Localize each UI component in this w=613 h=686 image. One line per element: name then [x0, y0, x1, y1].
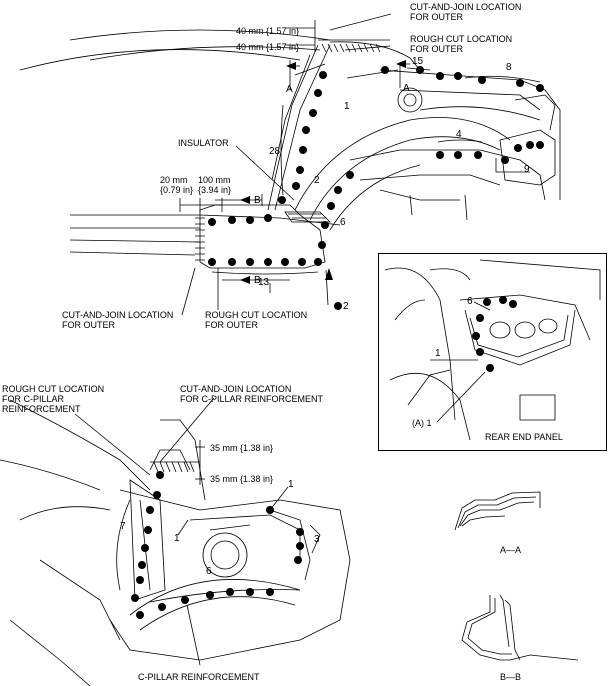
callout-8: 8: [506, 62, 512, 73]
callout-28: 28: [269, 146, 281, 157]
dimension-100mm: 100 mm {3.94 in}: [198, 175, 232, 195]
dimension-40mm-lower: 40 mm {1.57 in}: [236, 42, 300, 52]
callout-3: 3: [314, 534, 320, 545]
callout-15: 15: [412, 56, 424, 67]
insulator-label: INSULATOR: [178, 138, 229, 148]
c-pillar-reinforcement-label: C-PILLAR REINFORCEMENT: [138, 672, 260, 682]
callout-1-bottom-left: 1: [174, 533, 180, 544]
rear-end-panel-inset: [378, 253, 607, 451]
callout-13: 13: [258, 277, 270, 288]
section-b-marker-lower: B: [254, 275, 261, 286]
section-b-marker-upper: B: [254, 195, 261, 206]
callout-6: 6: [340, 217, 346, 228]
dimension-35mm-upper: 35 mm {1.38 in}: [210, 443, 274, 453]
section-a-marker-left: A: [286, 84, 293, 95]
rear-end-panel-label: REAR END PANEL: [485, 432, 563, 442]
rough-cut-outer-top-label: ROUGH CUT LOCATION FOR OUTER: [410, 34, 513, 54]
dimension-35mm-lower: 35 mm {1.38 in}: [210, 474, 274, 484]
section-a-marker-right: A: [403, 83, 410, 94]
quarter-panel-section: [199, 204, 326, 269]
cut-join-c-pillar-label: CUT-AND-JOIN LOCATION FOR C-PILLAR REINF…: [180, 384, 324, 404]
dimension-40mm-upper: 40 mm {1.57 in}: [236, 26, 300, 36]
inset-a1-label: (A) 1: [412, 418, 432, 428]
callout-1-bottom-right: 1: [288, 479, 294, 490]
rough-cut-c-pillar-label: ROUGH CUT LOCATION FOR C-PILLAR REINFORC…: [2, 384, 105, 414]
c-pillar-reinforcement-shape: [129, 479, 166, 601]
callout-4: 4: [456, 129, 462, 140]
section-bb-label: B—B: [500, 672, 522, 682]
c-pillar-outer-line: [274, 44, 331, 211]
callout-2: 2: [314, 175, 320, 186]
inset-callout-6: 6: [467, 296, 473, 307]
callout-9: 9: [524, 164, 530, 175]
cut-join-outer-top-label: CUT-AND-JOIN LOCATION FOR OUTER: [410, 2, 522, 22]
callout-2-lower: 2: [343, 301, 349, 312]
rough-cut-outer-bottom-label: ROUGH CUT LOCATION FOR OUTER: [205, 310, 308, 330]
section-aa-label: A—A: [500, 545, 522, 555]
callout-1: 1: [344, 101, 350, 112]
dimension-20mm: 20 mm {0.79 in}: [160, 175, 194, 195]
callout-6-bottom: 6: [206, 566, 212, 577]
callout-7: 7: [120, 521, 126, 532]
cut-join-outer-bottom-label: CUT-AND-JOIN LOCATION FOR OUTER: [62, 310, 174, 330]
inset-callout-1: 1: [435, 348, 441, 359]
